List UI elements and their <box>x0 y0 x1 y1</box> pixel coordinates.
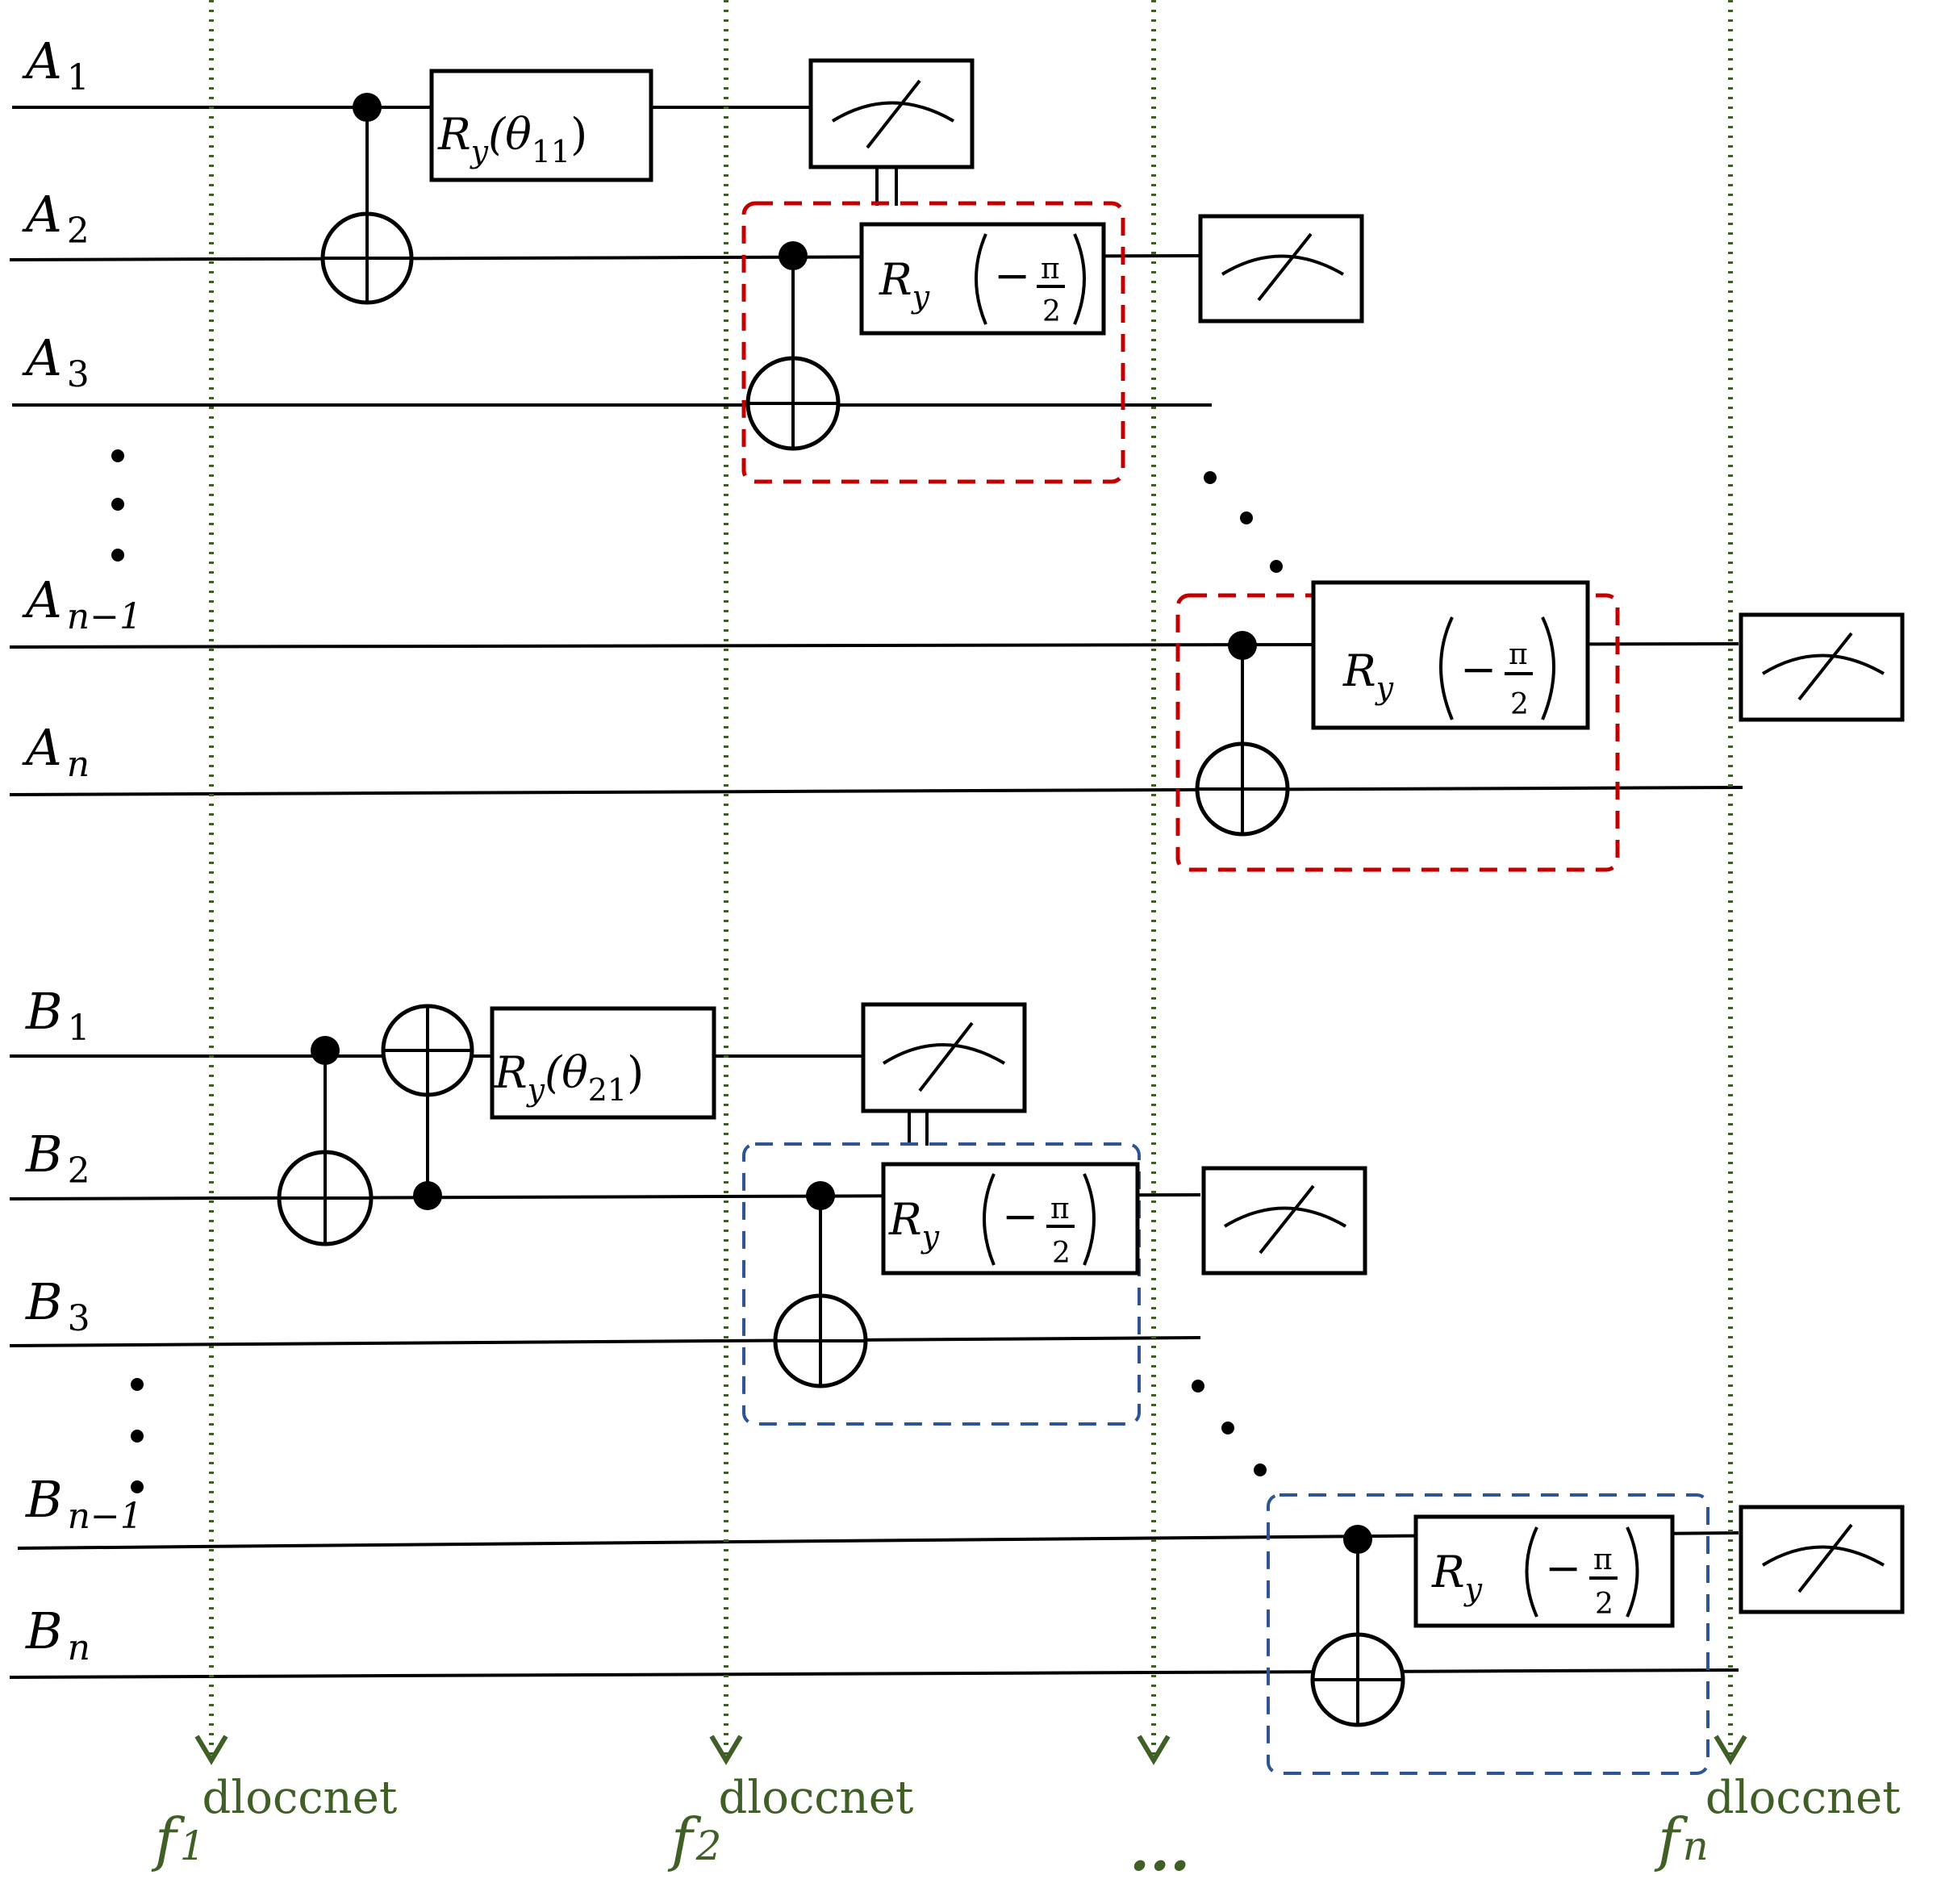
measure-b2 <box>1201 1166 1367 1276</box>
measure-an1 <box>1739 612 1905 722</box>
label-f1: f1dloccnet <box>151 1772 398 1873</box>
gate-ry-theta11: Ry(θ11) <box>429 69 653 182</box>
svg-text:2: 2 <box>1595 1588 1613 1621</box>
cnot-a1-a2 <box>320 93 414 305</box>
group-box-b2-b3 <box>742 1142 1141 1426</box>
qubit-wires <box>9 106 1743 1679</box>
control-dot <box>353 93 382 122</box>
group-box-a2-a3 <box>741 201 1125 484</box>
svg-text:Ry: Ry <box>1342 645 1394 706</box>
gate-ry-minus-pi-half-bn1: Ry − π 2 <box>1413 1514 1675 1628</box>
group-box-bn1-bn <box>1267 1493 1709 1775</box>
measure-a1 <box>808 58 975 169</box>
gate-ry-minus-pi-half-an1: Ry − π 2 <box>1311 580 1590 730</box>
wire-b3 <box>9 1336 1201 1347</box>
measure-b1 <box>861 1002 1027 1113</box>
wire-an <box>9 786 1743 796</box>
svg-text:Ry(θ11): Ry(θ11) <box>437 109 587 169</box>
gate-ry-minus-pi-half-a2: Ry − π 2 <box>859 222 1106 336</box>
svg-text:−: − <box>1545 1543 1581 1593</box>
svg-text:Ry: Ry <box>1431 1547 1483 1607</box>
svg-text:Ry(θ21): Ry(θ21) <box>494 1047 644 1108</box>
svg-text:Ry: Ry <box>879 254 930 315</box>
svg-text:2: 2 <box>1510 688 1529 721</box>
classical-wires <box>875 165 929 1146</box>
svg-text:2: 2 <box>1042 295 1061 328</box>
cnot-a2-a3 <box>745 241 841 451</box>
svg-text:−: − <box>994 250 1030 301</box>
svg-text:−: − <box>1002 1191 1038 1242</box>
wire-bn <box>9 1668 1739 1679</box>
measure-bn1 <box>1739 1505 1905 1614</box>
cnot-b2-b1 <box>381 1004 474 1210</box>
measure-a2 <box>1198 214 1364 324</box>
svg-text:π: π <box>1050 1192 1070 1225</box>
svg-text:Ry: Ry <box>888 1194 940 1255</box>
gate-ry-theta21: Ry(θ21) <box>490 1006 716 1120</box>
svg-text:−: − <box>1460 644 1497 695</box>
cnot-b1-b2 <box>277 1036 374 1246</box>
label-ellipsis: ... <box>1129 1815 1190 1884</box>
diagonal-ellipsis <box>1192 471 1283 1476</box>
label-f2: f2dloccnet <box>667 1772 914 1873</box>
gate-ry-minus-pi-half-b2: Ry − π 2 <box>881 1162 1140 1276</box>
function-labels: f1dloccnet f2dloccnet ... fndloccnet <box>151 1772 1901 1884</box>
cnot-b2-b3 <box>773 1181 868 1388</box>
svg-text:π: π <box>1509 638 1528 671</box>
cnot-bn1-bn <box>1310 1525 1405 1727</box>
svg-text:π: π <box>1041 253 1060 286</box>
label-fn: fndloccnet <box>1654 1772 1901 1873</box>
slice-guides <box>194 0 1747 1765</box>
svg-text:π: π <box>1593 1543 1613 1576</box>
wire-ellipsis <box>111 449 144 1493</box>
cnot-an1-an <box>1195 631 1290 837</box>
svg-text:2: 2 <box>1052 1237 1071 1270</box>
